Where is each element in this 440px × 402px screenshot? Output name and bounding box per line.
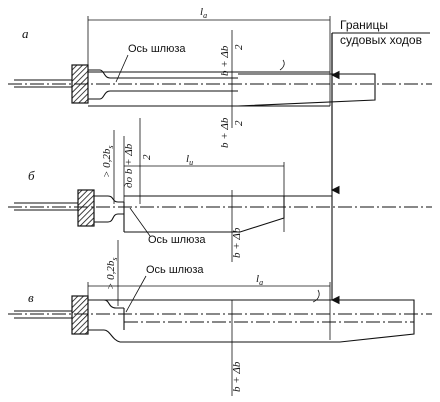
panel-a-axis-label: Ось шлюза — [128, 43, 186, 55]
panel-a-length-label: la — [200, 6, 207, 20]
panel-a-upper-den: 2 — [233, 44, 245, 50]
panel-c-letter: в — [28, 290, 34, 305]
panel-c: в la > 0,2bs b + Δb Ось шлюза — [8, 240, 432, 396]
panel-c-arc-mark — [312, 289, 320, 303]
panel-a: а la b + Δb 2 b + Δb 2 Ось шлюза — [8, 6, 432, 148]
panel-b-width-label: b + Δb — [231, 227, 243, 258]
panel-a-upper-dim: b + Δb — [219, 45, 231, 76]
panel-a-axis-leader — [115, 54, 129, 83]
panel-c-min-label: > 0,2bs — [105, 257, 119, 290]
panel-b-length-label: lu — [186, 153, 193, 167]
panel-c-axis-label: Ось шлюза — [146, 264, 204, 276]
panel-a-lower-den: 2 — [233, 120, 245, 126]
panel-b-min-label: > 0,2bs — [101, 145, 115, 178]
panel-c-chamber-outline — [14, 299, 124, 343]
panel-c-lock-head — [71, 295, 89, 335]
panel-b-axis-leader — [129, 207, 151, 237]
panel-b-lock-head — [77, 189, 95, 227]
panel-c-axis-leader — [125, 275, 147, 313]
panel-b-channel-outline — [124, 195, 285, 233]
panel-c-width-label: b + Δb — [231, 361, 243, 392]
panel-c-length-label: la — [256, 273, 263, 287]
panel-c-channel-outline — [88, 299, 415, 343]
panel-a-chamber-outline — [14, 69, 238, 100]
panel-b-chamber-outline — [14, 195, 124, 223]
panel-b-letter: б — [28, 168, 35, 183]
legend-title-line1: Границы — [340, 18, 388, 32]
panel-b-axis-label: Ось шлюза — [148, 234, 206, 246]
panel-b-frac-den: 2 — [141, 154, 153, 160]
panel-b-frac-num: до b + Δb — [123, 143, 135, 188]
panel-a-lower-dim: b + Δb — [219, 117, 231, 148]
legend-title-line2: судовых ходов — [340, 33, 422, 47]
legend-channel-boundaries: Границы судовых ходов — [330, 18, 430, 305]
panel-b: б lu > 0,2bs до b + Δb 2 b + Δb Ось шлюз… — [8, 118, 432, 262]
panel-a-letter: а — [22, 26, 29, 41]
panel-a-arc-mark — [279, 59, 285, 71]
